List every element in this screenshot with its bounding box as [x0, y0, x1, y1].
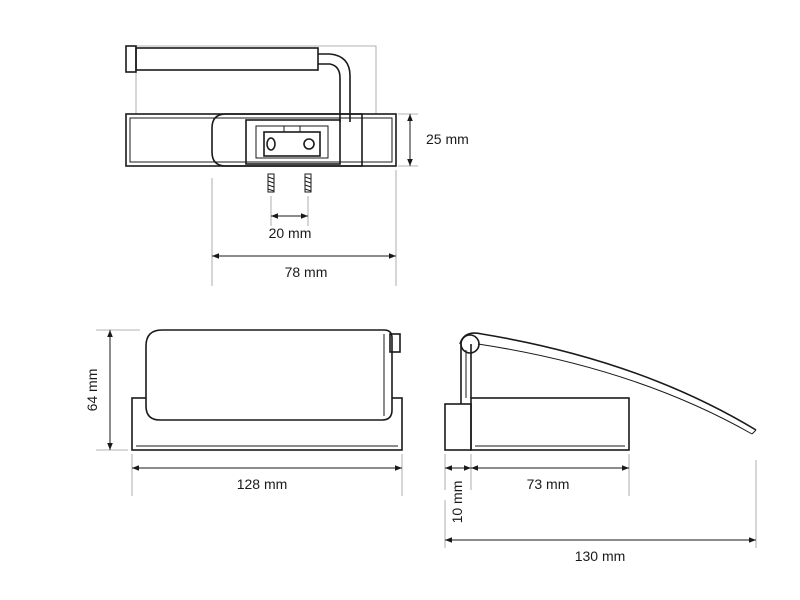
- dim-front-width: 128 mm: [237, 476, 288, 492]
- dim-top-height: 25 mm: [426, 131, 469, 147]
- side-wall-plate: [444, 403, 472, 451]
- screw-left-icon: [267, 173, 275, 193]
- side-lid-top: [459, 332, 757, 431]
- bracket-slot: [263, 131, 321, 157]
- front-view: 64 mm 128 mm: [84, 329, 403, 496]
- mounting-bracket: [245, 119, 341, 165]
- side-lid-bottom: [477, 343, 753, 435]
- dim-top-width: 78 mm: [285, 264, 328, 280]
- screw-hole-left: [266, 137, 276, 151]
- dim-total-projection: 130 mm: [575, 548, 626, 564]
- base-inner-edge: [129, 117, 393, 163]
- front-bar-end: [389, 333, 401, 353]
- front-cover: [145, 329, 393, 421]
- bar-end-cap: [125, 45, 137, 73]
- dim-front-height: 64 mm: [84, 369, 100, 412]
- side-body: [470, 397, 630, 451]
- dim-side-base: 10 mm: [449, 481, 465, 524]
- roll-bar: [135, 47, 319, 71]
- dim-screw-spacing: 20 mm: [269, 225, 312, 241]
- screw-hole-right: [303, 138, 315, 150]
- arm-outer: [318, 53, 351, 122]
- bracket-plate: [255, 125, 329, 159]
- side-view: 10 mm 73 mm 130 mm: [444, 332, 757, 564]
- screw-right-icon: [304, 173, 312, 193]
- top-view: 20 mm 78 mm 25 mm: [125, 45, 469, 286]
- dim-side-depth: 73 mm: [527, 476, 570, 492]
- cover-outline: [211, 113, 363, 167]
- arm-inner: [318, 63, 341, 122]
